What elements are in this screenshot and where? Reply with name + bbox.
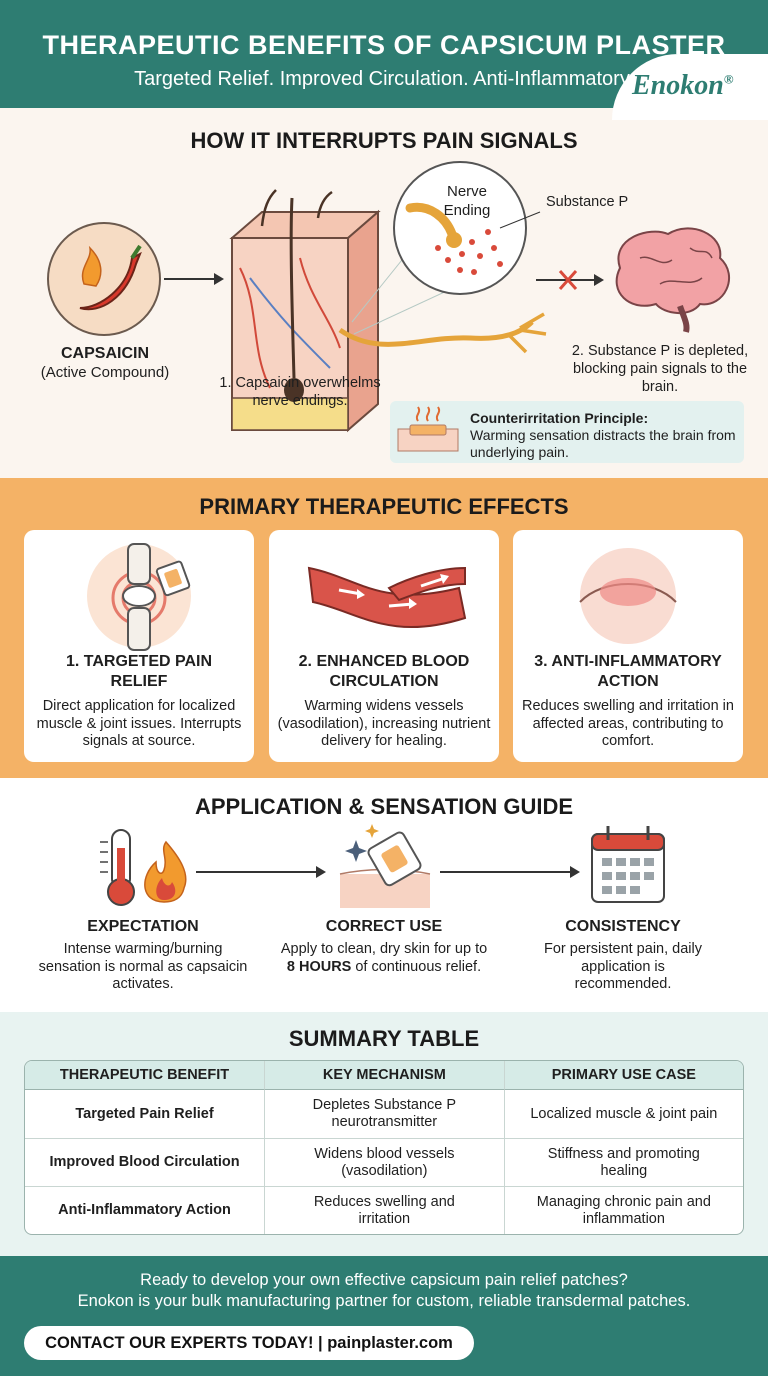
table-row: Anti-Inflammatory Action Reduces swellin… — [25, 1186, 743, 1234]
table-cell: Managing chronic pain and inflammation — [503, 1186, 743, 1234]
guide-step-desc-1: Intense warming/burning sensation is nor… — [38, 941, 248, 992]
mechanism-title: HOW IT INTERRUPTS PAIN SIGNALS — [190, 128, 578, 153]
nerve-ending-label: Nerve Ending — [443, 183, 491, 219]
brand-name: Enokon — [632, 70, 724, 101]
inflamed-skin-icon — [513, 538, 743, 654]
nerve-ending-zoom-icon — [393, 161, 541, 295]
counterirritation-text: Counterirritation Principle: Warming sen… — [470, 410, 740, 461]
table-cell: Targeted Pain Relief — [75, 1105, 214, 1122]
knee-joint-icon — [24, 538, 254, 654]
footer-banner: Ready to develop your own effective caps… — [0, 1256, 768, 1376]
desc-bold: 8 HOURS — [286, 958, 352, 975]
header-banner: THERAPEUTIC BENEFITS OF CAPSICUM PLASTER… — [0, 0, 768, 108]
table-header: THERAPEUTIC BENEFIT — [25, 1061, 265, 1090]
brand-mark: ® — [723, 71, 734, 87]
effect-title-3: 3. ANTI-INFLAMMATORY ACTION — [534, 653, 722, 690]
footer-message: Ready to develop your own effective caps… — [0, 1270, 768, 1312]
skin-cross-section-icon — [229, 189, 381, 433]
table-cell: Widens blood vessels (vasodilation) — [264, 1138, 504, 1186]
effect-desc-3: Reduces swelling and irritation in affec… — [522, 698, 734, 749]
page-subtitle: Targeted Relief. Improved Circulation. A… — [134, 68, 634, 90]
mechanism-illustration — [47, 161, 731, 433]
contact-cta-button[interactable]: CONTACT OUR EXPERTS TODAY! | painplaster… — [24, 1326, 474, 1360]
table-row: Improved Blood Circulation Widens blood … — [25, 1138, 743, 1186]
warm-skin-icon — [397, 406, 459, 452]
effect-card-anti-inflammatory: 3. ANTI-INFLAMMATORY ACTION Reduces swel… — [513, 530, 743, 762]
guide-step-correct-use: CORRECT USE Apply to clean, dry skin for… — [279, 918, 489, 976]
counterirritation-box: Counterirritation Principle: Warming sen… — [390, 401, 744, 463]
desc-pre: Apply to clean, dry skin for up to — [280, 941, 488, 957]
guide-step-title-2: CORRECT USE — [325, 918, 443, 935]
blood-vessel-icon — [269, 538, 499, 654]
plaster-skin-icon — [339, 824, 431, 908]
effect-title-1: 1. TARGETED PAIN RELIEF — [65, 653, 213, 690]
effect-desc-1: Direct application for localized muscle … — [36, 698, 242, 749]
summary-title: SUMMARY TABLE — [288, 1026, 480, 1051]
calendar-icon — [591, 826, 665, 903]
table-header-row: THERAPEUTIC BENEFIT KEY MECHANISM PRIMAR… — [25, 1061, 743, 1090]
effect-desc-2: Warming widens vessels (vasodilation), i… — [277, 698, 491, 749]
table-header: PRIMARY USE CASE — [503, 1061, 743, 1090]
brand-logo: Enokon® — [632, 70, 734, 102]
table-row: Targeted Pain Relief Depletes Substance … — [25, 1090, 743, 1138]
summary-table: THERAPEUTIC BENEFIT KEY MECHANISM PRIMAR… — [24, 1060, 744, 1235]
guide-icons — [100, 824, 665, 908]
mechanism-step-2: 2. Substance P is depleted, blocking pai… — [571, 343, 749, 395]
counter-desc: Warming sensation distracts the brain fr… — [470, 427, 736, 460]
guide-step-title-3: CONSISTENCY — [565, 918, 681, 935]
effects-title: PRIMARY THERAPEUTIC EFFECTS — [199, 494, 569, 519]
guide-step-consistency: CONSISTENCY For persistent pain, daily a… — [518, 918, 728, 994]
guide-step-desc-2: Apply to clean, dry skin for up to 8 HOU… — [279, 941, 489, 976]
counter-title: Counterirritation Principle: — [470, 410, 649, 426]
table-cell: Reduces swelling and irritation — [264, 1186, 504, 1234]
guide-step-desc-3: For persistent pain, daily application i… — [544, 941, 702, 992]
guide-title: APPLICATION & SENSATION GUIDE — [194, 794, 574, 819]
guide-step-expectation: EXPECTATION Intense warming/burning sens… — [38, 918, 248, 994]
table-header: KEY MECHANISM — [264, 1061, 504, 1090]
substance-p-label: Substance P — [546, 194, 629, 210]
mechanism-step-1: 1. Capsaicin overwhelms nerve endings. — [219, 375, 381, 409]
effects-section: PRIMARY THERAPEUTIC EFFECTS 1. TARGETED … — [0, 478, 768, 778]
table-cell: Stiffness and promoting healing — [503, 1138, 743, 1186]
footer-message-line-2: Enokon is your bulk manufacturing partne… — [77, 1292, 691, 1310]
table-cell: Improved Blood Circulation — [25, 1138, 265, 1186]
desc-post: of continuous relief. — [351, 958, 482, 975]
effect-card-pain-relief: 1. TARGETED PAIN RELIEF Direct applicati… — [24, 530, 254, 762]
capsaicin-name: CAPSAICIN — [60, 345, 149, 362]
page-title: THERAPEUTIC BENEFITS OF CAPSICUM PLASTER — [42, 30, 726, 60]
capsaicin-label: CAPSAICIN (Active Compound) — [30, 344, 180, 382]
guide-step-title-1: EXPECTATION — [87, 918, 199, 935]
table-cell: Localized muscle & joint pain — [503, 1090, 743, 1138]
capsaicin-note: (Active Compound) — [40, 364, 170, 381]
table-cell: Anti-Inflammatory Action — [25, 1186, 265, 1234]
blocked-x-icon — [558, 270, 578, 290]
table-cell: Depletes Substance P neurotransmitter — [264, 1090, 504, 1138]
footer-message-line-1: Ready to develop your own effective caps… — [140, 1271, 628, 1289]
thermometer-flame-icon — [100, 829, 187, 906]
effect-card-circulation: 2. ENHANCED BLOOD CIRCULATION Warming wi… — [269, 530, 499, 762]
summary-section: SUMMARY TABLE THERAPEUTIC BENEFIT KEY ME… — [0, 1012, 768, 1256]
brain-icon — [615, 227, 731, 333]
chili-pepper-icon — [47, 222, 161, 336]
mechanism-section: HOW IT INTERRUPTS PAIN SIGNALS CAPSAICIN… — [0, 108, 768, 478]
guide-section: APPLICATION & SENSATION GUIDE — [0, 778, 768, 1012]
effect-title-2: 2. ENHANCED BLOOD CIRCULATION — [298, 653, 470, 690]
